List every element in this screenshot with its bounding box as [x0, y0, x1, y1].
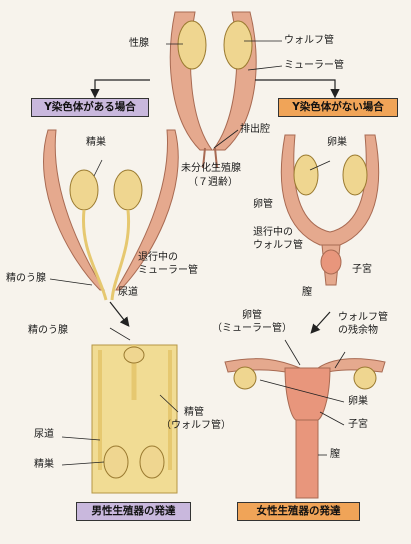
label-uterus-mid: 子宮: [352, 264, 372, 275]
pointer-lines: [49, 40, 346, 466]
box-male-development: 男性生殖器の発達: [76, 502, 191, 521]
label-wolffian-remnant-1: ウォルフ管: [338, 312, 388, 323]
label-testis-bottom: 精巣: [34, 459, 54, 470]
right-gonad: [223, 20, 253, 70]
box-female-development: 女性生殖器の発達: [237, 502, 360, 521]
label-urethra-top: 尿道: [118, 287, 138, 298]
female-developed-structure: [224, 358, 386, 499]
label-uterus-bottom: 子宮: [348, 419, 368, 430]
label-oviduct-bottom-1: 卵管: [242, 310, 262, 321]
label-ovary-top: 卵巣: [327, 137, 347, 148]
label-gonad: 性腺: [129, 38, 149, 49]
label-urethra-bottom: 尿道: [34, 429, 54, 440]
label-oviduct-bottom-2: （ミューラー管）: [212, 323, 292, 334]
label-excretory-cavity: 排出腔: [240, 124, 270, 135]
label-seminal-vesicle-top: 精のう腺: [6, 273, 46, 284]
label-seminal-vesicle-bottom: 精のう腺: [28, 325, 68, 336]
label-regressing-w-1: 退行中の: [253, 227, 293, 238]
label-vas-deferens-2: （ウォルフ管）: [161, 420, 231, 431]
label-wolffian-remnant-2: の残余物: [338, 325, 378, 336]
label-regressing-wolffian-2: ウォルフ管: [253, 240, 303, 251]
label-mullerian-duct: ミューラー管: [284, 60, 344, 71]
label-oviduct-mid: 卵管: [253, 199, 273, 210]
box-y-absent: Y染色体がない場合: [278, 98, 398, 117]
label-testis-top: 精巣: [86, 137, 106, 148]
label-wolffian-duct: ウォルフ管: [284, 35, 334, 46]
male-regressing-structure: [43, 129, 179, 301]
label-undifferentiated-gonad: 未分化生殖腺: [181, 163, 241, 174]
box-y-present: Y染色体がある場合: [31, 98, 149, 117]
label-weeks: （７週齢）: [188, 177, 238, 188]
female-regressing-structure: [280, 134, 380, 286]
left-gonad: [177, 20, 207, 70]
label-vas-deferens-1: 精管: [184, 407, 204, 418]
label-vagina-mid: 膣: [302, 287, 312, 298]
label-vagina-bottom: 膣: [330, 449, 340, 460]
label-regressing-mullerian-2: ミューラー管: [138, 265, 198, 276]
label-ovary-bottom: 卵巣: [348, 396, 368, 407]
undifferentiated-structure: [169, 11, 257, 169]
male-developed-structure: [91, 344, 178, 494]
label-regressing-1: 退行中の: [138, 252, 178, 263]
